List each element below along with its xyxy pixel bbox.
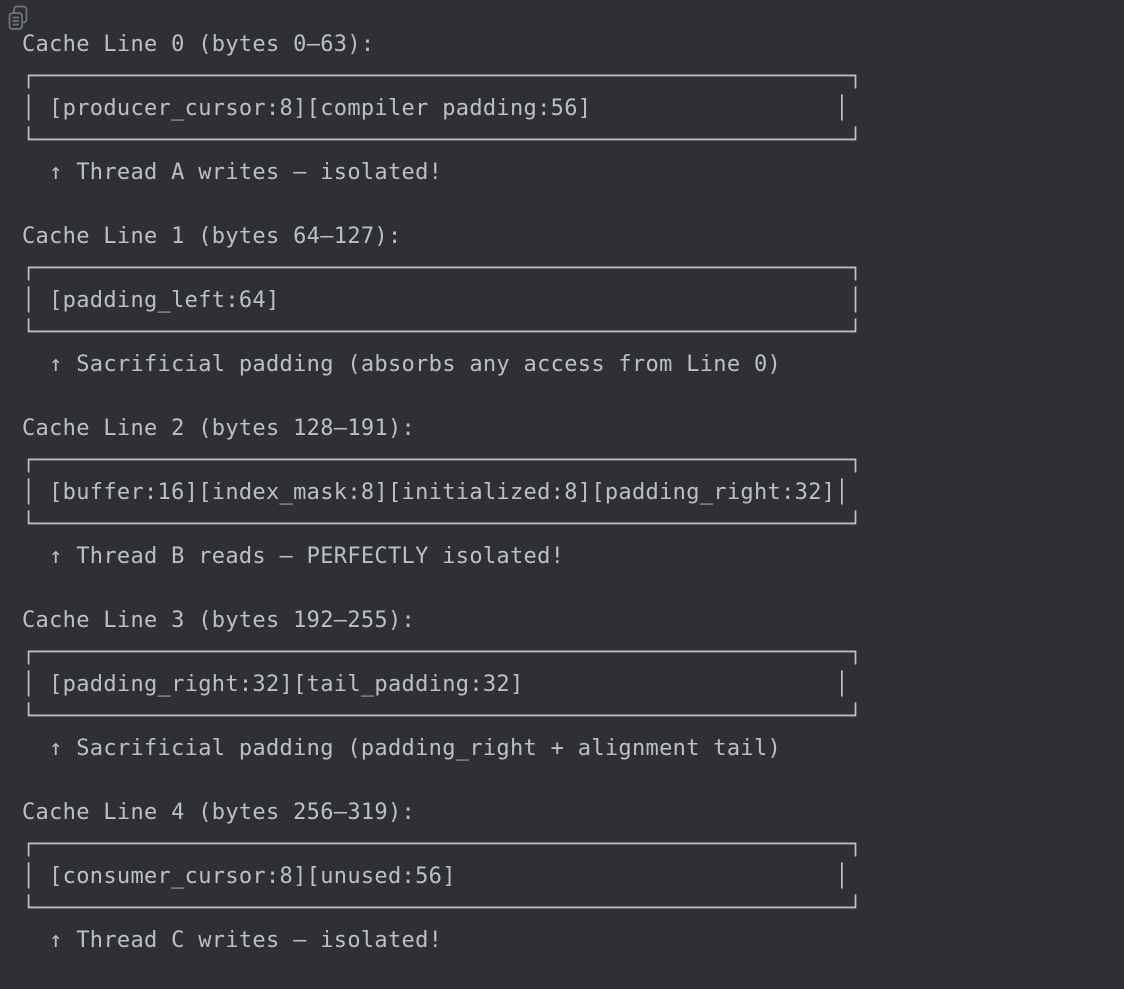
cache-line-block: Cache Line 4 (bytes 256–319): ┌─────────…: [22, 797, 862, 957]
cache-line-box: ┌───────────────────────────────────────…: [22, 448, 863, 537]
ascii-cache-diagram: Cache Line 0 (bytes 0–63): ┌────────────…: [22, 29, 862, 989]
cache-line-box: ┌───────────────────────────────────────…: [22, 640, 863, 729]
cache-line-note: ↑ Sacrificial padding (padding_right + a…: [22, 736, 782, 761]
cache-line-block: Cache Line 2 (bytes 128–191): ┌─────────…: [22, 413, 862, 573]
cache-line-block: Cache Line 0 (bytes 0–63): ┌────────────…: [22, 29, 862, 189]
cache-line-title: Cache Line 4 (bytes 256–319):: [22, 800, 416, 825]
cache-line-note: ↑ Thread C writes — isolated!: [22, 928, 443, 953]
copy-icon: [8, 5, 28, 30]
cache-line-box: ┌───────────────────────────────────────…: [22, 832, 863, 921]
cache-line-note: ↑ Thread B reads — PERFECTLY isolated!: [22, 544, 565, 569]
cache-line-title: Cache Line 3 (bytes 192–255):: [22, 608, 416, 633]
cache-line-block: Cache Line 3 (bytes 192–255): ┌─────────…: [22, 605, 862, 765]
cache-line-title: Cache Line 0 (bytes 0–63):: [22, 32, 375, 57]
cache-line-note: ↑ Sacrificial padding (absorbs any acces…: [22, 352, 782, 377]
cache-line-block: Cache Line 1 (bytes 64–127): ┌──────────…: [22, 221, 862, 381]
cache-line-box: ┌───────────────────────────────────────…: [22, 256, 863, 345]
cache-line-title: Cache Line 2 (bytes 128–191):: [22, 416, 416, 441]
cache-line-title: Cache Line 1 (bytes 64–127):: [22, 224, 402, 249]
cache-line-box: ┌───────────────────────────────────────…: [22, 64, 863, 153]
copy-button[interactable]: [7, 4, 29, 32]
cache-line-note: ↑ Thread A writes — isolated!: [22, 160, 443, 185]
